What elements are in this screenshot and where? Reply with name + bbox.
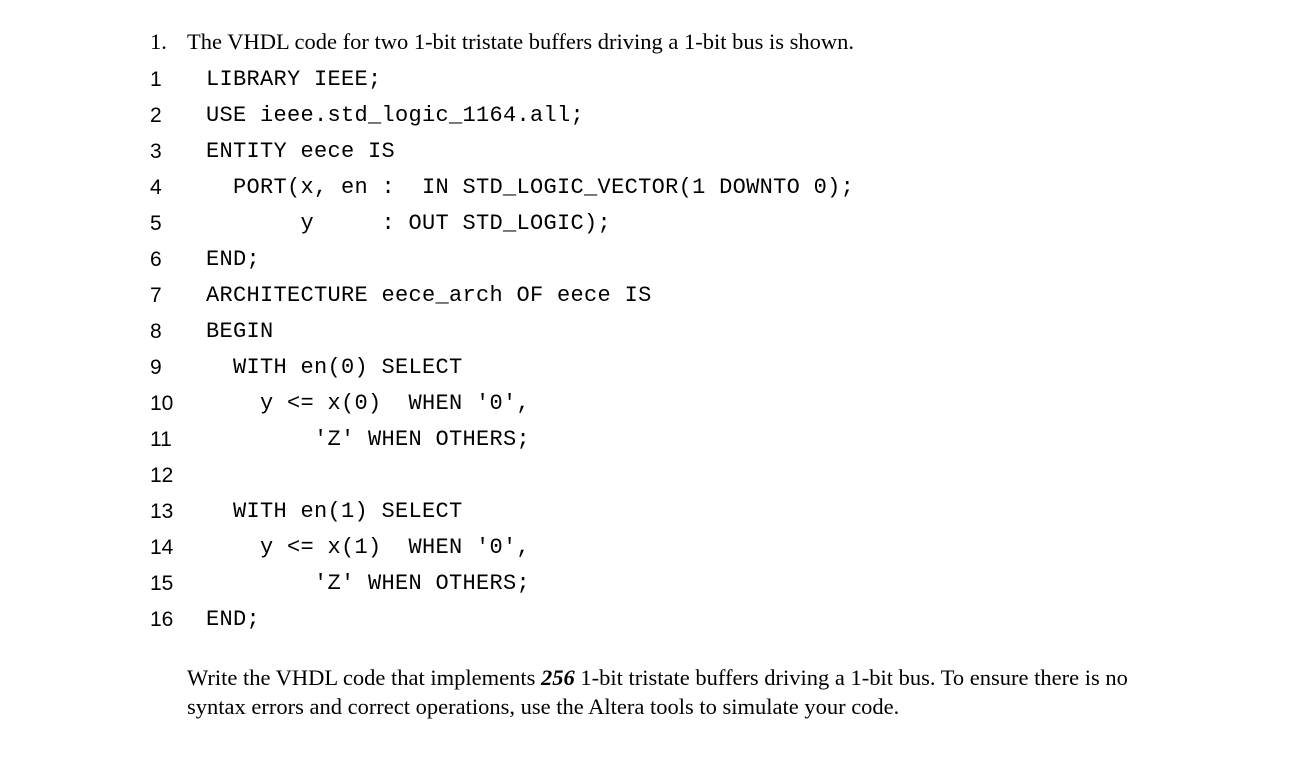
code-line: 9 WITH en(0) SELECT (150, 350, 854, 386)
buffer-count-emphasis: 256 (541, 665, 575, 690)
code-line: 11 'Z' WHEN OTHERS; (150, 422, 854, 458)
line-number: 1 (150, 68, 162, 91)
line-code: WITH en(0) SELECT (206, 355, 463, 380)
code-line: 7 ARCHITECTURE eece_arch OF eece IS (150, 278, 854, 314)
line-code: USE ieee.std_logic_1164.all; (206, 103, 585, 128)
line-number: 13 (150, 500, 174, 523)
line-code: y <= x(1) WHEN '0', (206, 535, 531, 560)
line-number: 12 (150, 464, 174, 487)
line-code: 'Z' WHEN OTHERS; (206, 427, 531, 452)
line-code: 'Z' WHEN OTHERS; (206, 571, 531, 596)
code-line: 10 y <= x(0) WHEN '0', (150, 386, 854, 422)
instructions-text-start: Write the VHDL code that implements (187, 665, 542, 690)
instructions-text-end: 1-bit tristate buffers driving a 1-bit b… (187, 665, 1128, 719)
line-number: 5 (150, 212, 162, 235)
line-code: y : OUT STD_LOGIC); (206, 211, 612, 236)
line-code: WITH en(1) SELECT (206, 499, 463, 524)
line-code: ARCHITECTURE eece_arch OF eece IS (206, 283, 652, 308)
question-text: The VHDL code for two 1-bit tristate buf… (187, 29, 854, 54)
code-listing: 1 LIBRARY IEEE; 2 USE ieee.std_logic_1164.… (150, 62, 854, 638)
line-code: y <= x(0) WHEN '0', (206, 391, 531, 416)
instructions-paragraph: Write the VHDL code that implements 256 … (187, 663, 1187, 721)
line-number: 11 (150, 428, 172, 451)
line-number: 8 (150, 320, 162, 343)
line-number: 16 (150, 608, 174, 631)
code-line: 2 USE ieee.std_logic_1164.all; (150, 98, 854, 134)
code-line: 4 PORT(x, en : IN STD_LOGIC_VECTOR(1 DOW… (150, 170, 854, 206)
line-code: LIBRARY IEEE; (206, 67, 382, 92)
code-line: 1 LIBRARY IEEE; (150, 62, 854, 98)
line-code: BEGIN (206, 319, 274, 344)
line-number: 9 (150, 356, 162, 379)
question-number: 1. (150, 29, 167, 54)
line-number: 14 (150, 536, 174, 559)
line-number: 15 (150, 572, 174, 595)
code-line: 12 (150, 458, 854, 494)
line-number: 2 (150, 104, 162, 127)
line-code: END; (206, 247, 261, 272)
code-line: 3 ENTITY eece IS (150, 134, 854, 170)
code-line: 5 y : OUT STD_LOGIC); (150, 206, 854, 242)
line-number: 4 (150, 176, 162, 199)
code-line: 8 BEGIN (150, 314, 854, 350)
line-number: 6 (150, 248, 162, 271)
code-line: 14 y <= x(1) WHEN '0', (150, 530, 854, 566)
line-code: PORT(x, en : IN STD_LOGIC_VECTOR(1 DOWNT… (206, 175, 855, 200)
line-code: END; (206, 607, 261, 632)
code-line: 16 END; (150, 602, 854, 638)
code-line: 13 WITH en(1) SELECT (150, 494, 854, 530)
line-number: 10 (150, 392, 174, 415)
question-heading: 1. The VHDL code for two 1-bit tristate b… (150, 27, 854, 57)
code-line: 6 END; (150, 242, 854, 278)
line-code: ENTITY eece IS (206, 139, 396, 164)
line-number: 3 (150, 140, 162, 163)
line-number: 7 (150, 284, 162, 307)
code-line: 15 'Z' WHEN OTHERS; (150, 566, 854, 602)
